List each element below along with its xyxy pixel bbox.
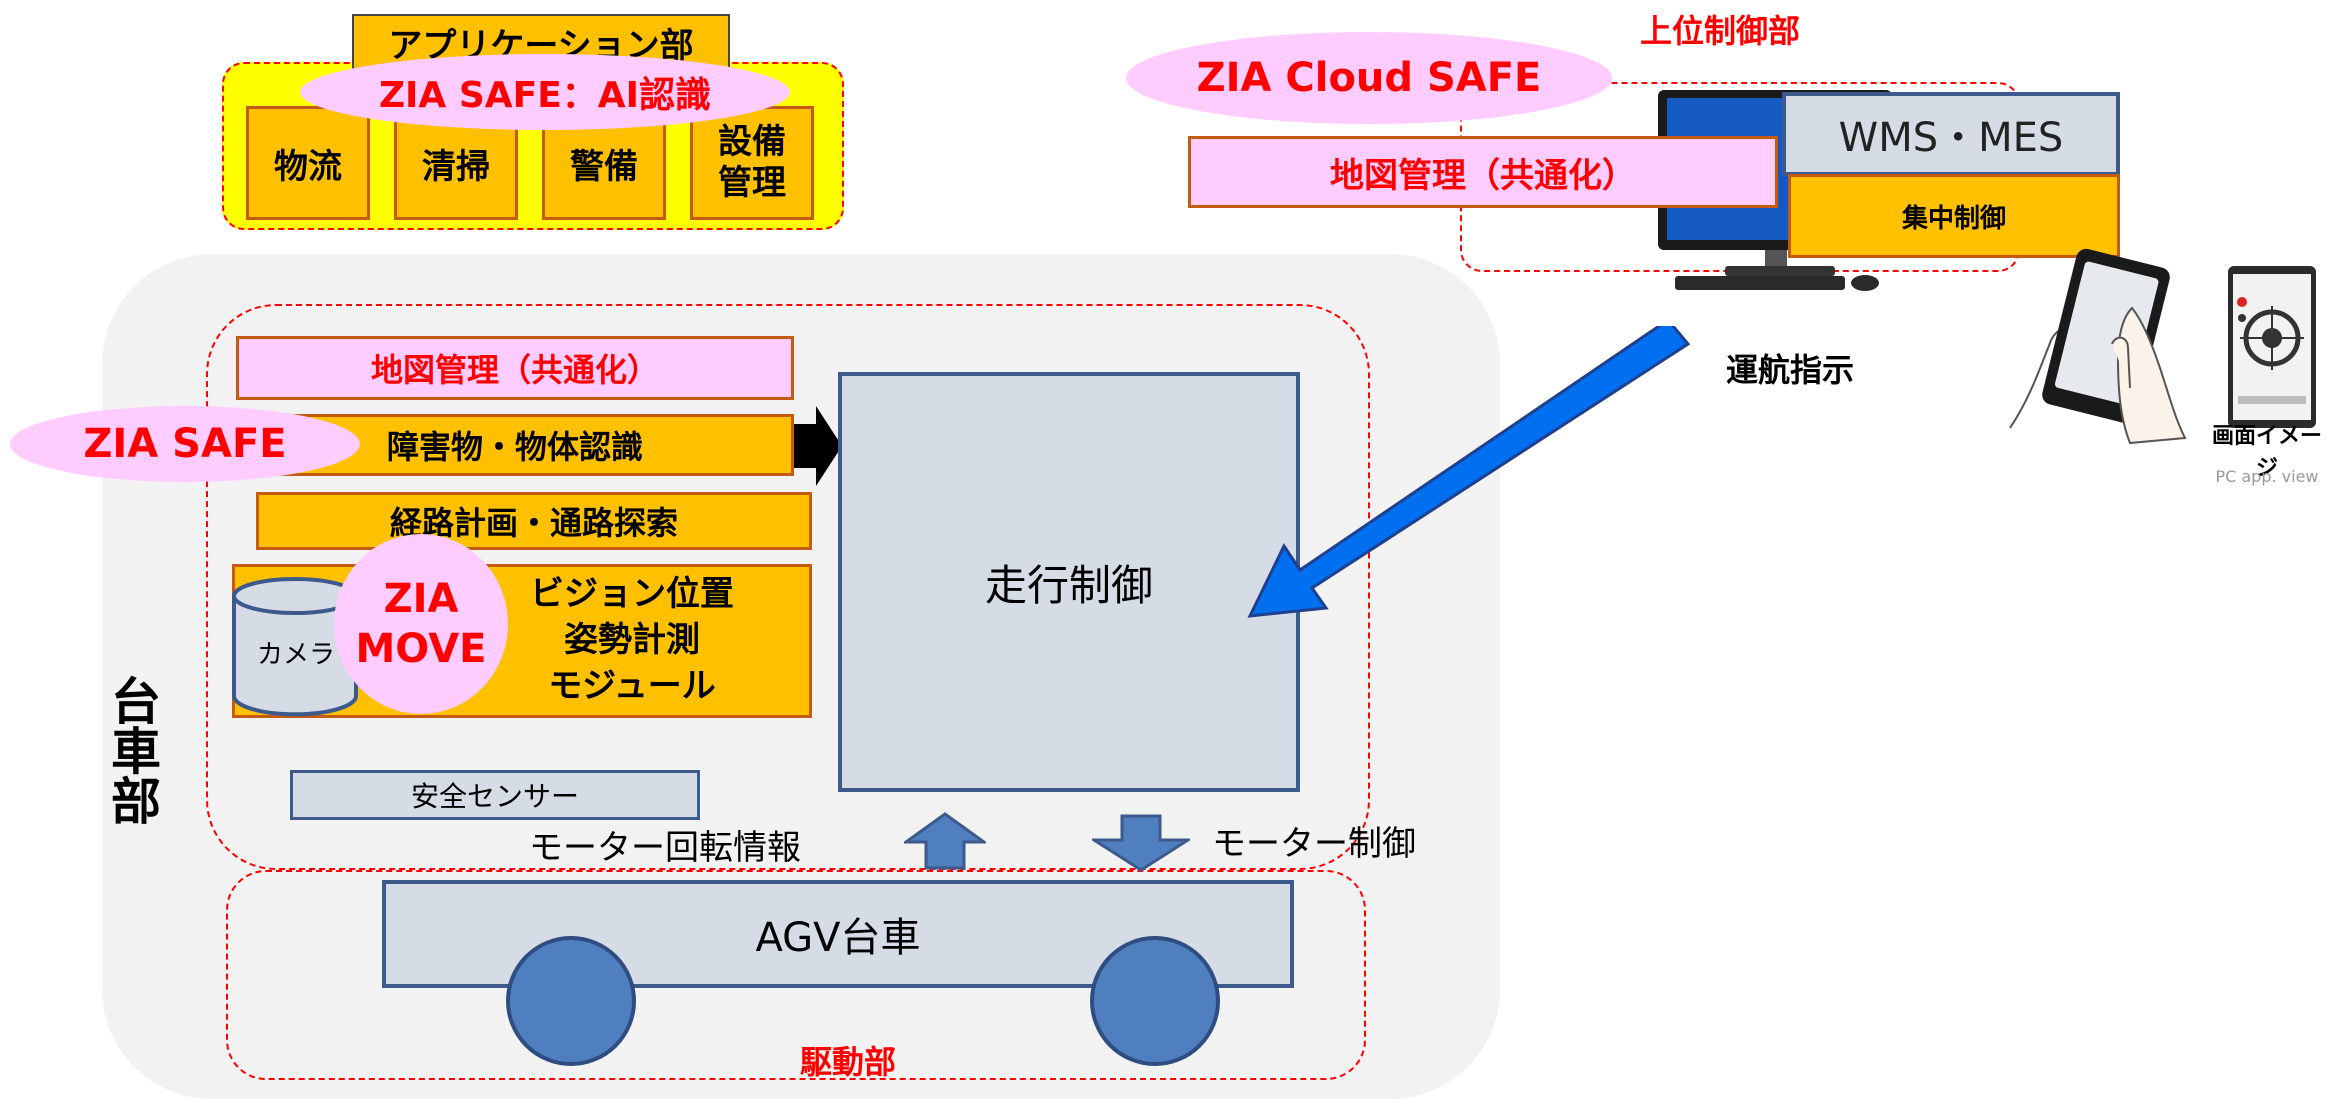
motor-control-label: モーター制御: [1212, 823, 1416, 864]
cart-control-frame: [206, 304, 1370, 870]
tablet-hand-icon: [2000, 248, 2200, 448]
drive-section-label: 駆動部: [799, 1043, 896, 1081]
zia-cloud-safe-ellipse: ZIA Cloud SAFE: [1126, 32, 1612, 124]
cart-side-label: 台車部: [103, 675, 161, 825]
zia-move-ellipse: ZIA MOVE: [334, 534, 508, 714]
zia-safe-ai-ellipse: ZIA SAFE：AI認識: [300, 54, 790, 130]
vision-module-label: ビジョン位置 姿勢計測 モジュール: [530, 574, 734, 706]
down-arrow-icon: [1088, 814, 1194, 872]
phone-screen-icon: [2228, 266, 2316, 428]
right-arrow-icon: [794, 406, 842, 486]
screen-image-label: 画面イメージ: [2211, 424, 2322, 481]
app-item-logistics: 物流: [246, 106, 370, 220]
right-wheel-icon: [1090, 936, 1220, 1066]
drive-frame: [226, 870, 1366, 1080]
upper-map-management-box: 地図管理（共通化）: [1188, 136, 1778, 208]
central-control-box: 集中制御: [1788, 174, 2120, 258]
navigation-instruction-label: 運航指示: [1725, 351, 1854, 389]
left-wheel-icon: [506, 936, 636, 1066]
wms-mes-box: WMS・MES: [1782, 92, 2120, 176]
motor-rotation-info-label: モーター回転情報: [529, 827, 801, 868]
upper-control-label: 上位制御部: [1639, 12, 1800, 50]
route-planning-box: 経路計画・通路探索: [256, 492, 812, 550]
up-arrow-icon: [901, 812, 989, 870]
cart-map-management-box: 地図管理（共通化）: [236, 336, 794, 400]
app-item-facility: 設備 管理: [690, 106, 814, 220]
zia-safe-ellipse: ZIA SAFE: [10, 406, 360, 482]
safety-sensor-box: 安全センサー: [290, 770, 700, 820]
camera-cylinder-icon: [230, 576, 360, 718]
screen-image-sublabel: PC app. view: [2215, 466, 2319, 486]
travel-control-box: 走行制御: [838, 372, 1300, 792]
navigation-arrow-icon: [1240, 317, 1700, 626]
camera-label: カメラ: [256, 639, 335, 670]
